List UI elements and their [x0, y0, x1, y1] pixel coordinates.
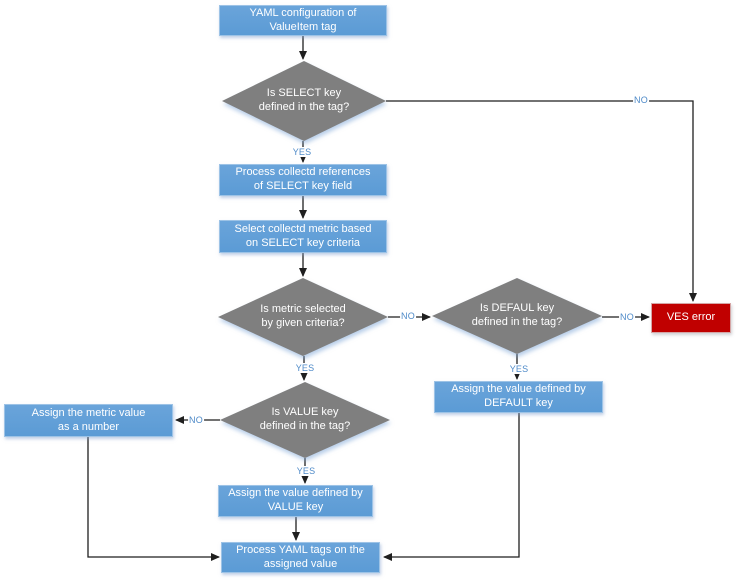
edge-label-no-metric: NO [400, 311, 416, 321]
node-assign-default-value[interactable]: Assign the value defined by DEFAULT key [434, 381, 603, 413]
node-assign-metric-value[interactable]: Assign the metric value as a number [4, 404, 173, 437]
node-is-select-key[interactable]: Is SELECT key defined in the tag? [222, 61, 386, 141]
node-is-metric-selected-wrap: Is metric selected by given criteria? [218, 278, 388, 356]
node-select-collectd-metric[interactable]: Select collectd metric based on SELECT k… [219, 220, 387, 253]
node-process-collectd-references[interactable]: Process collectd references of SELECT ke… [219, 164, 387, 196]
edge-label-yes-select: YES [291, 147, 313, 157]
node-yaml-configuration[interactable]: YAML configuration of ValueItem tag [219, 5, 387, 36]
node-is-defaul-key-wrap: Is DEFAUL key defined in the tag? [432, 278, 602, 354]
node-assign-value-key[interactable]: Assign the value defined by VALUE key [218, 485, 373, 517]
edge-label-no-select: NO [633, 95, 649, 105]
node-is-metric-selected[interactable]: Is metric selected by given criteria? [218, 278, 388, 356]
edge-label-yes-metric: YES [294, 363, 316, 373]
edge-label-no-defaul: NO [619, 312, 635, 322]
edge-label-yes-value: YES [295, 466, 317, 476]
edge-assignmetric-processyaml [87, 437, 220, 561]
node-is-defaul-key[interactable]: Is DEFAUL key defined in the tag? [432, 278, 602, 354]
node-process-yaml-tags[interactable]: Process YAML tags on the assigned value [221, 542, 380, 573]
node-is-value-key-wrap: Is VALUE key defined in the tag? [220, 382, 390, 458]
edge-assigndefault-processyaml [383, 413, 520, 561]
node-is-value-key[interactable]: Is VALUE key defined in the tag? [220, 382, 390, 458]
node-ves-error[interactable]: VES error [651, 303, 731, 333]
node-is-select-key-wrap: Is SELECT key defined in the tag? [222, 61, 386, 141]
edge-isselectkey-veserror [386, 100, 697, 302]
edge-label-no-value: NO [188, 415, 204, 425]
edge-label-yes-defaul: YES [508, 364, 530, 374]
